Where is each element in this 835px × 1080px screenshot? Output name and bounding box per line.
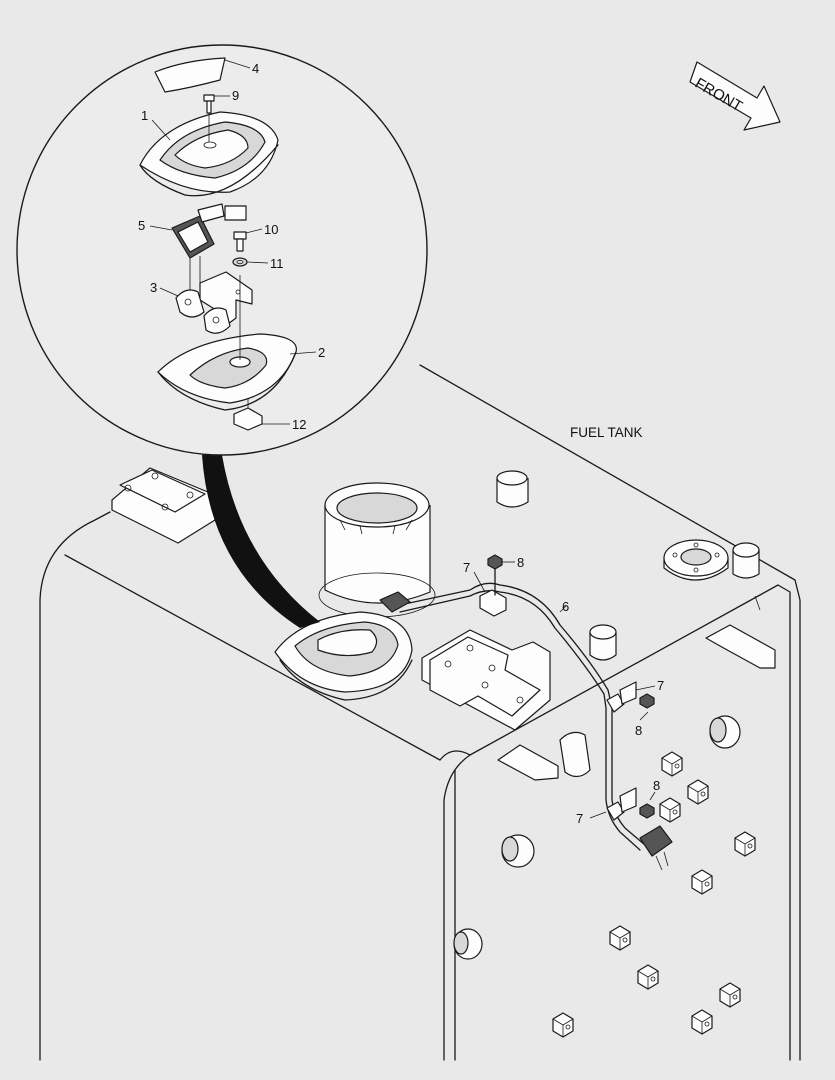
- part-4-decal: [154, 57, 226, 93]
- callout-7-mid: 7: [657, 678, 664, 693]
- tank-flange: [663, 539, 729, 581]
- part-2-lamp-base: [157, 275, 297, 411]
- part-9-screw: [203, 94, 215, 114]
- fuel-tank-outline: [39, 364, 801, 1061]
- callout-2: 2: [318, 345, 325, 360]
- callout-1: 1: [141, 108, 148, 123]
- tank-boss-right: [732, 542, 760, 579]
- tank-boss-center: [589, 624, 617, 661]
- tank-bracket-lower: [497, 731, 591, 781]
- part-1-lamp-cover: [139, 111, 279, 197]
- tank-mount-pad-left: [111, 467, 216, 544]
- callout-8-low: 8: [653, 778, 660, 793]
- tank-mount-pad-center: [421, 629, 551, 731]
- front-direction-arrow: FRONT: [689, 61, 781, 131]
- work-lamp-installed: [274, 611, 413, 701]
- callout-11: 11: [270, 256, 284, 271]
- callout-8-mid: 8: [635, 723, 642, 738]
- part-3-bracket: [175, 271, 253, 334]
- wire-harness: [379, 582, 673, 871]
- callout-8-top: 8: [517, 555, 524, 570]
- harness-clamps: [479, 589, 637, 821]
- filler-neck: [318, 482, 436, 618]
- tank-side-bosses: [453, 715, 741, 960]
- callout-6: 6: [562, 599, 569, 614]
- tank-clip-blocks: [552, 751, 756, 1038]
- fuel-tank-label: FUEL TANK: [570, 425, 643, 440]
- bolts: [487, 554, 655, 819]
- callout-7-low: 7: [576, 811, 583, 826]
- tank-bracket-right: [705, 624, 776, 669]
- part-10-bolt: [233, 231, 247, 252]
- tank-boss: [496, 470, 529, 508]
- callout-7-top: 7: [463, 560, 470, 575]
- detail-zoom-wedge: [202, 455, 320, 628]
- callout-12: 12: [292, 417, 306, 432]
- callout-5: 5: [138, 218, 145, 233]
- callout-labels: 4 9 1 5 10 11 3 2 12 7 8 6 7 8 8 7 FUEL …: [138, 61, 664, 826]
- callout-4: 4: [252, 61, 259, 76]
- part-11-washer: [232, 257, 248, 267]
- callout-9: 9: [232, 88, 239, 103]
- part-5-lamp-unit: [171, 203, 247, 300]
- leader-lines: [149, 59, 656, 819]
- callout-10: 10: [264, 222, 278, 237]
- detail-circle: [16, 44, 428, 456]
- callout-3: 3: [150, 280, 157, 295]
